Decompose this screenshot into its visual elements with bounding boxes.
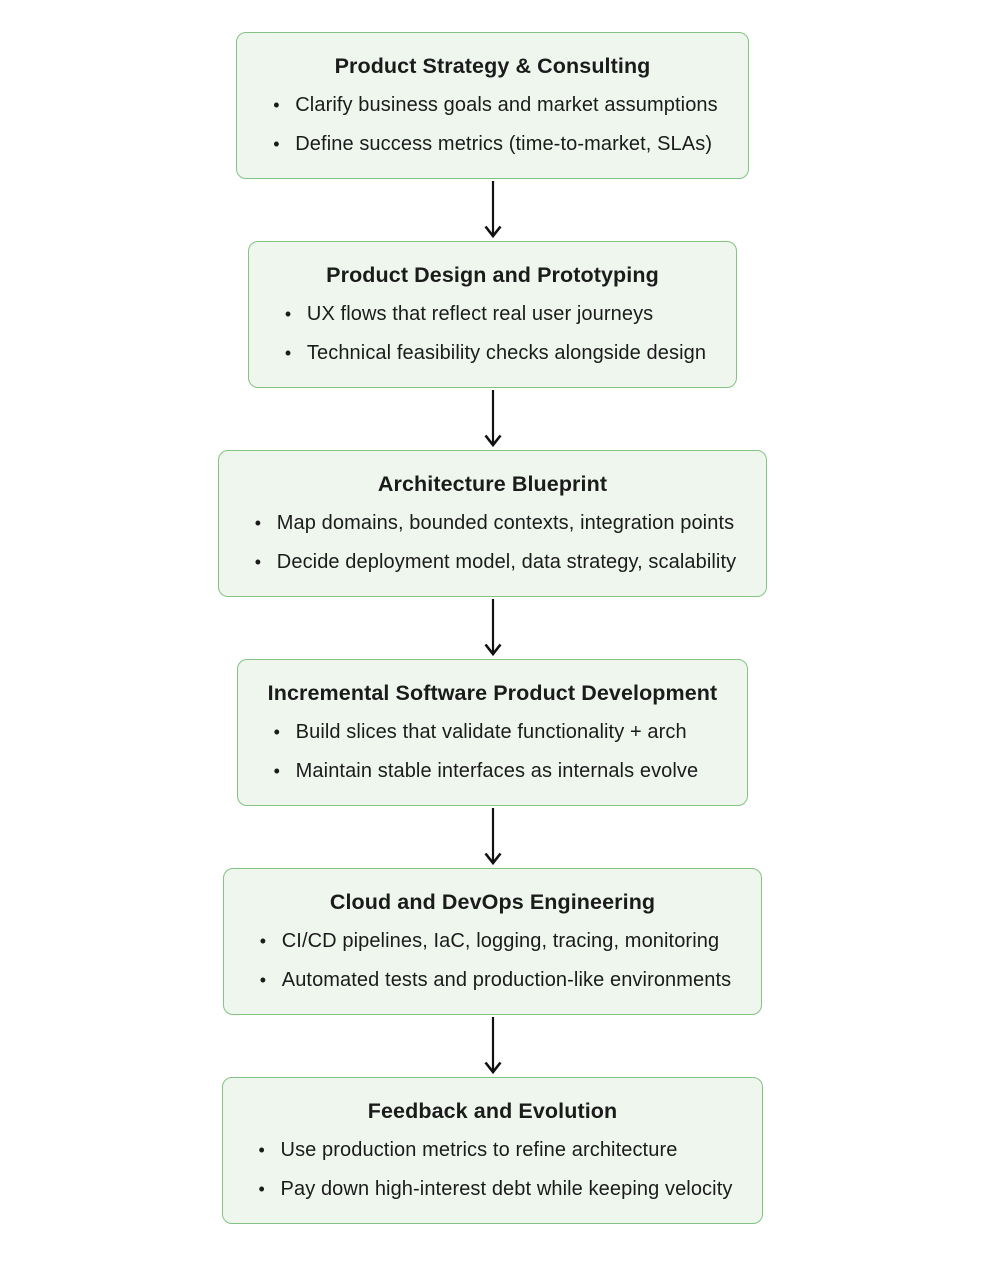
bullet-text: Clarify business goals and market assump… — [295, 94, 718, 116]
bullet-dot-icon: • — [258, 1179, 265, 1199]
bullet-dot-icon: • — [273, 722, 281, 742]
step-title: Cloud and DevOps Engineering — [329, 890, 656, 914]
bullet-text: Define success metrics (time-to-market, … — [295, 133, 713, 155]
bullet-dot-icon: • — [273, 95, 280, 115]
bullet-dot-icon: • — [284, 304, 292, 324]
down-arrow-icon — [483, 179, 503, 241]
step-title: Product Design and Prototyping — [326, 263, 659, 287]
bullet-dot-icon: • — [273, 134, 280, 154]
flow-step: Product Strategy & Consulting • Clarify b… — [236, 32, 749, 179]
bullet-item: • Decide deployment model, data strategy,… — [255, 549, 736, 576]
bullet-item: • Pay down high-interest debt while keepi… — [259, 1176, 733, 1203]
flow-step: Architecture Blueprint • Map domains, bou… — [217, 450, 768, 597]
step-bullets: • Build slices that validate functionalit… — [268, 719, 718, 785]
bullet-item: • Define success metrics (time-to-market,… — [273, 131, 717, 158]
bullet-text: Decide deployment model, data strategy, … — [276, 551, 737, 573]
bullet-text: CI/CD pipelines, IaC, logging, tracing, … — [281, 930, 720, 952]
bullet-dot-icon: • — [259, 931, 267, 951]
bullet-item: • CI/CD pipelines, IaC, logging, tracing,… — [260, 928, 732, 955]
flow-step: Incremental Software Product Development… — [236, 659, 749, 806]
step-bullets: • Map domains, bounded contexts, integrat… — [249, 510, 736, 576]
step-bullets: • Clarify business goals and market assum… — [267, 92, 717, 158]
step-bullets: • CI/CD pipelines, IaC, logging, tracing,… — [254, 928, 732, 994]
bullet-item: • Use production metrics to refine archit… — [259, 1137, 733, 1164]
bullet-dot-icon: • — [254, 552, 262, 572]
down-arrow-icon — [483, 1015, 503, 1077]
flow-step: Cloud and DevOps Engineering • CI/CD pipe… — [222, 868, 763, 1015]
bullet-item: • Maintain stable interfaces as internals… — [274, 758, 718, 785]
bullet-item: • Automated tests and production-like env… — [260, 967, 732, 994]
bullet-text: UX flows that reflect real user journeys — [306, 303, 654, 325]
bullet-text: Use production metrics to refine archite… — [280, 1139, 678, 1161]
step-title: Product Strategy & Consulting — [334, 54, 651, 78]
step-title: Feedback and Evolution — [367, 1099, 618, 1123]
bullet-text: Automated tests and production-like envi… — [281, 969, 732, 991]
bullet-text: Map domains, bounded contexts, integrati… — [276, 512, 735, 534]
bullet-item: • Build slices that validate functionalit… — [274, 719, 718, 746]
bullet-dot-icon: • — [284, 343, 292, 363]
step-title: Architecture Blueprint — [377, 472, 608, 496]
flow-step: Feedback and Evolution • Use production m… — [221, 1077, 764, 1224]
down-arrow-icon — [483, 806, 503, 868]
bullet-text: Pay down high-interest debt while keepin… — [280, 1178, 733, 1200]
bullet-dot-icon: • — [254, 513, 262, 533]
step-title: Incremental Software Product Development — [267, 681, 718, 705]
bullet-item: • Clarify business goals and market assum… — [273, 92, 717, 119]
bullet-dot-icon: • — [259, 970, 267, 990]
bullet-item: • Map domains, bounded contexts, integrat… — [255, 510, 736, 537]
bullet-text: Build slices that validate functionality… — [295, 721, 687, 743]
bullet-text: Technical feasibility checks alongside d… — [306, 342, 707, 364]
flow-step: Product Design and Prototyping • UX flows… — [247, 241, 738, 388]
bullet-item: • Technical feasibility checks alongside … — [285, 340, 706, 367]
step-bullets: • Use production metrics to refine archit… — [253, 1137, 733, 1203]
down-arrow-icon — [483, 388, 503, 450]
down-arrow-icon — [483, 597, 503, 659]
bullet-dot-icon: • — [273, 761, 281, 781]
bullet-item: • UX flows that reflect real user journey… — [285, 301, 706, 328]
bullet-text: Maintain stable interfaces as internals … — [295, 760, 699, 782]
bullet-dot-icon: • — [258, 1140, 265, 1160]
step-bullets: • UX flows that reflect real user journey… — [279, 301, 706, 367]
